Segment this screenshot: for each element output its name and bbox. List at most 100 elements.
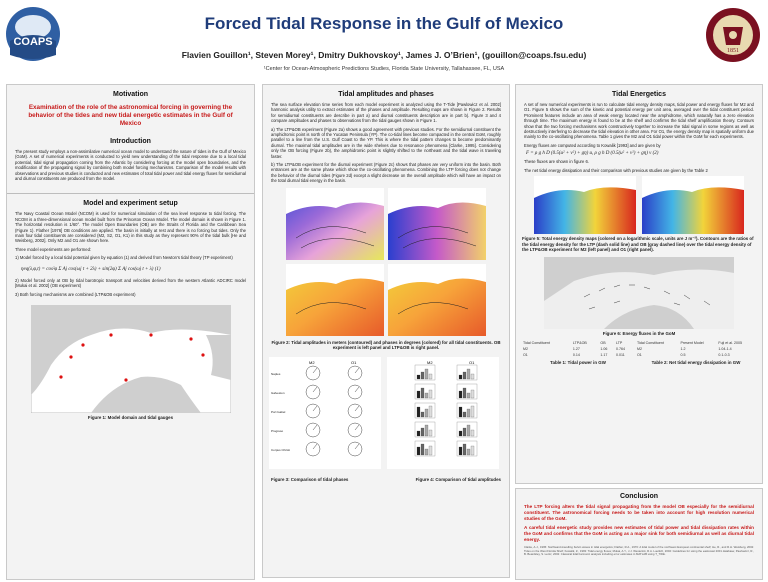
diurnal-text: b) The LTP&OB experiment for the diurnal… xyxy=(271,162,501,184)
amplitude-bar xyxy=(416,390,421,398)
figure-5-caption: Figure 5: Total energy density maps (col… xyxy=(522,236,754,253)
intro-heading: Introduction xyxy=(110,138,151,145)
amplitude-bar xyxy=(420,443,425,455)
amplitude-bar xyxy=(416,374,421,379)
figure-4-amplitude-bars: M2 O1 xyxy=(387,356,499,469)
dissipation-ref: The net tidal energy dissipation and the… xyxy=(524,167,708,173)
amplitude-bar xyxy=(458,406,463,417)
phase-hand xyxy=(312,367,318,373)
phase-hand xyxy=(312,443,318,449)
experiment-1: 1) Model forced by a local tidal potenti… xyxy=(15,255,233,261)
coaps-logo-text: COAPS xyxy=(13,36,52,48)
amplitude-bar xyxy=(416,446,421,455)
table-2-caption: Table 2: Net tidal energy dissipation in… xyxy=(651,360,741,366)
bar-frame xyxy=(456,421,478,437)
phase-clock xyxy=(347,384,363,399)
figure-6-energy-flux-map xyxy=(544,256,734,329)
bar-frame xyxy=(414,383,436,399)
model-text: The Navy Coastal Ocean Model (NCOM) is u… xyxy=(15,211,246,244)
tidal-amplitudes-text: The sea surface elevation time series fr… xyxy=(271,102,501,124)
equation-1: ηeq(λ,φ,t) = cos²φ Σ Aj cos(ωj t + 2λ) +… xyxy=(21,266,161,272)
conclusion-text-1: The LTP forcing alters the tidal signal … xyxy=(524,504,754,521)
amplitude-bar xyxy=(420,427,425,436)
amplitude-bar xyxy=(420,371,425,379)
amplitude-bar xyxy=(428,445,433,455)
phase-clock xyxy=(305,441,321,456)
references: Clarke, A.J., 1995: Northward-travelling… xyxy=(524,545,754,557)
middle-column: Tidal amplitudes and phases The sea surf… xyxy=(262,84,510,578)
bar-frame xyxy=(456,440,478,456)
intro-text: The present study employs a non-assimila… xyxy=(15,149,246,182)
divider xyxy=(7,193,254,195)
conclusion-panel: Conclusion The LTP forcing alters the ti… xyxy=(515,488,763,580)
model-heading: Model and experiment setup xyxy=(83,200,178,208)
amplitude-bar xyxy=(428,389,433,398)
phase-hand xyxy=(312,424,318,430)
figure-4-caption: Figure 4: Comparison of tidal amplitudes xyxy=(415,476,501,482)
figures-3-4-captions: Figure 3: Comparison of tidal phases Fig… xyxy=(271,477,501,483)
amplitude-bar xyxy=(462,387,467,398)
experiment-3: 3) Both forcing mechanisms are combined … xyxy=(15,291,136,297)
equation-2: F = ρ g h D (0.5(u² + v²) + gη) u, ρ g h… xyxy=(526,151,659,157)
amplitude-bar xyxy=(424,392,429,398)
phase-hand xyxy=(354,405,360,411)
phase-clock xyxy=(305,403,321,418)
phase-hand xyxy=(354,443,360,449)
amplitude-bar xyxy=(470,373,475,379)
bar-frame xyxy=(456,402,478,418)
fig3-row-label: Progreso xyxy=(271,429,284,433)
amplitude-bar xyxy=(466,368,471,379)
amplitude-bar xyxy=(470,389,475,398)
amplitude-bar xyxy=(458,390,463,398)
fig3-row-label: Port Isabel xyxy=(271,410,286,414)
phase-hand xyxy=(312,405,318,411)
amplitude-bar xyxy=(420,411,425,417)
coaps-logo-icon: COAPS xyxy=(6,7,60,61)
phase-hand xyxy=(354,424,360,430)
amplitude-bar xyxy=(466,408,471,417)
amplitude-bar xyxy=(416,406,421,417)
bar-frame xyxy=(456,364,478,380)
phase-clock xyxy=(347,365,363,380)
conclusion-text-2: A careful tidal energetic study provides… xyxy=(524,525,754,542)
fig3-row-label: Naples xyxy=(271,372,281,376)
table-1-caption: Table 1: Tidal power in GW xyxy=(550,360,606,366)
amplitude-bar xyxy=(428,405,433,417)
flux-figure-ref: These fluxes are shown in figure 6. xyxy=(524,159,589,165)
amplitude-bar xyxy=(428,373,433,379)
phase-clock xyxy=(347,403,363,418)
phase-clock xyxy=(305,384,321,399)
affiliation: ¹Center for Ocean-Atmospheric Prediction… xyxy=(263,66,505,72)
figure-5-energy-maps xyxy=(534,176,744,235)
bar-frame xyxy=(414,364,436,380)
amplitude-bar xyxy=(466,392,471,398)
fig3-m2-label: M2 xyxy=(309,360,315,365)
phase-clock xyxy=(347,422,363,437)
left-column: Motivation Examination of the role of th… xyxy=(6,84,255,580)
motivation-text: Examination of the role of the astronomi… xyxy=(28,104,233,127)
amplitude-bar xyxy=(458,374,463,379)
poster-title: Forced Tidal Response in the Gulf of Mex… xyxy=(204,14,564,33)
fig4-m2-label: M2 xyxy=(427,360,433,365)
conclusion-heading: Conclusion xyxy=(619,493,659,500)
experiment-2: 2) Model forced only at OB by tidal baro… xyxy=(15,277,246,289)
amplitude-bar xyxy=(466,448,471,455)
bar-frame xyxy=(456,383,478,399)
amplitude-bar xyxy=(462,427,467,436)
bar-frame xyxy=(414,402,436,418)
amplitude-bar xyxy=(424,368,429,379)
author-list: Flavien Gouillon¹, Steven Morey¹, Dmitry… xyxy=(181,50,587,60)
amplitude-bar xyxy=(420,387,425,398)
bar-frame xyxy=(414,440,436,456)
phase-clock xyxy=(347,441,363,456)
amplitude-bar xyxy=(470,429,475,436)
phase-clock xyxy=(305,365,321,380)
phase-hand xyxy=(354,386,360,392)
